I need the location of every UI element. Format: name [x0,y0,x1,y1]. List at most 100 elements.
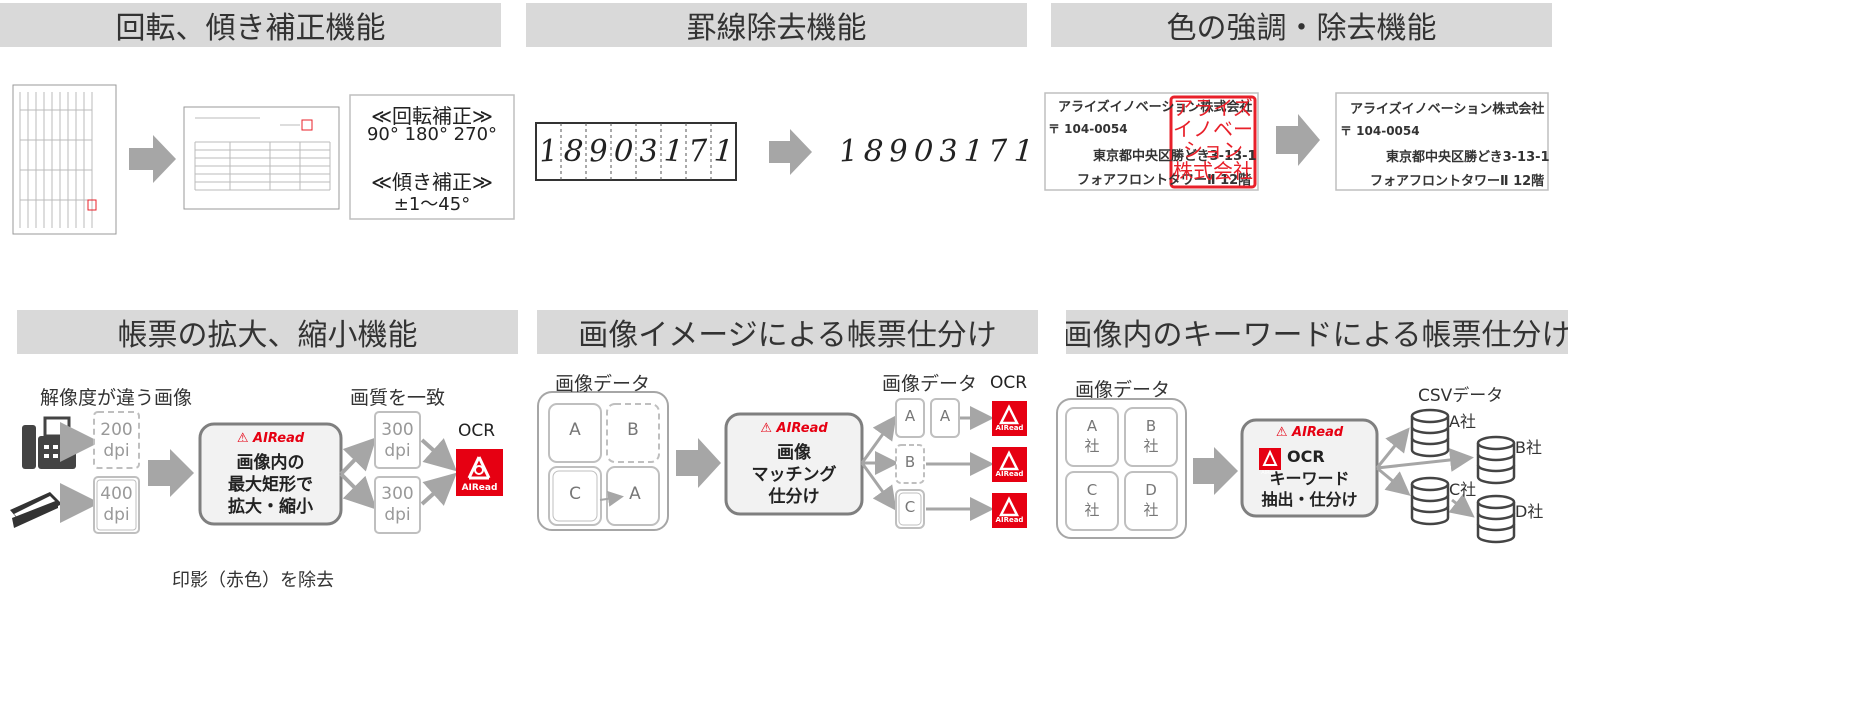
brand-name: AIRead [253,431,305,446]
handwritten-digit: 1 [1012,133,1035,170]
out-cell-a2: A [939,407,951,425]
fax-icon [22,416,76,469]
keyword-process-text: キーワード 抽出・仕分け [1242,468,1377,510]
process-line: 仕分け [768,487,820,507]
before-postal: 〒 104-0054 [1048,122,1128,136]
handwritten-digit: 3 [937,133,960,170]
keyword-cell-b: B 社 [1143,417,1159,455]
scaling-brand: ⚠ AIRead [236,431,305,446]
dpi300-doc-a [374,411,421,469]
arrow-image-sort-in [676,438,721,488]
image-output-label: 画像データ [882,373,978,395]
stamp-removal-caption: 印影（赤色）を除去 [172,570,334,591]
image-ocr-brand-3: AIRead [995,516,1024,524]
image-sort-ocr-logos [992,401,1027,528]
handwritten-digit: 7 [987,133,1010,170]
keyword-brand: ⚠ AIRead [1275,425,1344,440]
process-line: 画像 [777,443,811,463]
header-ruled-line: 罫線除去機能 [526,3,1027,47]
stamp-line: アライズ [1173,96,1253,120]
process-line: キーワード [1269,469,1350,488]
dpi-value: 400 [100,484,133,504]
dpi-unit: dpi [103,505,130,525]
dpi400-doc [93,476,140,534]
after-postal: 〒 104-0054 [1340,124,1420,138]
arrow-color [1276,114,1320,166]
header-rotation: 回転、傾き補正機能 [0,3,501,47]
before-building: フォアフロントタワーⅡ 12階 [1077,173,1252,188]
process-line: 拡大・縮小 [228,497,313,517]
company-d: D社 [1515,502,1544,521]
dpi-unit: dpi [384,505,411,525]
header-keyword-sort: 画像内のキーワードによる帳票仕分け [1066,310,1568,354]
handwritten-digit: 9 [887,133,910,170]
handwritten-digit: 1 [662,133,685,170]
after-company: アライズイノベーション株式会社 [1350,102,1545,117]
corrected-document-icon [183,106,340,210]
handwritten-digit: 1 [537,133,560,170]
scaling-ocr-label: OCR [458,421,496,441]
handwritten-digit: 0 [912,133,935,170]
keyword-input-label: 画像データ [1075,379,1171,401]
rotated-document-icon [12,84,117,235]
arrow-scaling-in [148,449,194,497]
color-before-card [1044,92,1259,191]
image-process-text: 画像 マッチング 仕分け [726,442,862,508]
process-line: マッチング [751,465,837,485]
header-color: 色の強調・除去機能 [1051,3,1552,47]
arrow-rotation [129,135,176,183]
out-cell-b: B [904,453,916,471]
dpi-unit: dpi [384,441,411,461]
handwritten-digit: 1 [962,133,985,170]
match-quality-label: 画質を一致 [350,387,446,409]
out-cell-a: A [904,407,916,425]
scaling-ocr-brand: AIRead [461,483,498,493]
keyword-cell-c: C 社 [1084,481,1100,519]
company-b: B社 [1515,438,1542,457]
handwritten-digit: 1 [712,133,735,170]
red-stamp [1169,95,1257,189]
database-icons [1410,408,1516,544]
tilt-values: ±1〜45° [393,194,471,215]
image-ocr-brand-1: AIRead [995,424,1024,432]
rotation-info-box [349,94,515,220]
handwritten-digit: 8 [862,133,885,170]
rotate-values: 90° 180° 270° [366,124,498,145]
stamp-text: アライズ イノベー ション 株式会社 [1171,98,1255,182]
image-sort-brand: ⚠ AIRead [760,421,828,436]
dpi300-doc-b [374,476,421,534]
stamp-line: 株式会社 [1173,159,1253,183]
image-cell-a: A [569,420,581,440]
image-ocr-brand-2: AIRead [995,470,1024,478]
tilt-title: ≪傾き補正≫ [371,170,493,194]
ruled-digits-boxes [535,122,737,181]
dpi200-doc [93,411,140,469]
keyword-ocr-label: OCR [1287,447,1325,466]
image-cell-a2: A [629,484,641,504]
dpi-value: 300 [381,420,414,440]
brand-name: AIRead [776,421,828,436]
image-cell-b: B [627,420,639,440]
brand-name: AIRead [1292,425,1344,440]
keyword-cell-d: D 社 [1143,481,1159,519]
after-building: フォアフロントタワーⅡ 12階 [1370,174,1545,189]
dpi-unit: dpi [103,441,130,461]
handwritten-digit: 9 [587,133,610,170]
handwritten-digit: 1 [837,133,860,170]
keyword-ocr-brand: AIRead [1261,470,1279,476]
resolution-label: 解像度が違う画像 [40,387,193,409]
rotate-title: ≪回転補正≫ [371,104,493,128]
process-line: 抽出・仕分け [1261,490,1358,509]
scanner-icon [10,492,62,528]
arrow-keyword-in [1193,447,1238,495]
dpi-value: 300 [381,484,414,504]
company-a: A社 [1449,412,1476,431]
stamp-line: イノベー [1173,117,1253,141]
arrow-ruled [769,129,812,175]
process-line: 最大矩形で [228,475,313,495]
